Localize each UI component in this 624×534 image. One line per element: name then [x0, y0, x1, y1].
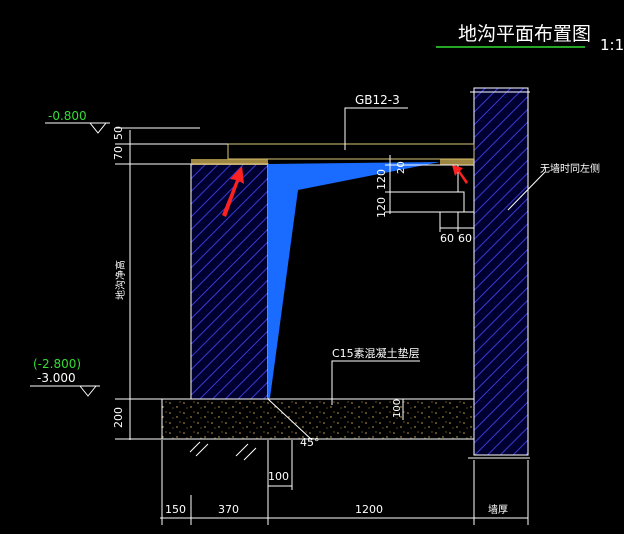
dim-120a: 120: [375, 169, 388, 190]
angle-line: [267, 398, 313, 441]
cover-seat-left: [191, 159, 268, 165]
wall-note-leader: [507, 171, 546, 211]
level-bottom-triangle: [79, 385, 97, 397]
dim-100-bottom: 100: [268, 470, 289, 483]
dim-60b: 60: [458, 232, 472, 245]
dim-100-right: 100: [392, 399, 403, 418]
left-dim-chain: [115, 127, 228, 440]
part-label: GB12-3: [355, 93, 400, 107]
water-fill: [268, 162, 440, 398]
concrete-label: C15素混凝土垫层: [332, 346, 420, 360]
level-bottom: -3.000: [37, 371, 76, 385]
dim-50: 50: [112, 126, 125, 140]
dim-1200: 1200: [355, 503, 383, 516]
right-wall: [473, 87, 529, 456]
part-leader: [344, 107, 408, 150]
drawing-title: 地沟平面布置图: [458, 23, 591, 45]
angle-label: 45°: [300, 436, 320, 449]
soil-hatch: [189, 441, 257, 461]
bottom-dim-chain: [160, 440, 529, 525]
dim-150: 150: [165, 503, 186, 516]
dim-70: 70: [112, 146, 125, 160]
arrow-right: [452, 165, 468, 184]
wall-thickness-label: 墙厚: [488, 503, 508, 516]
right-dim-lines: [385, 155, 474, 232]
cover-seat-right: [440, 159, 474, 165]
dim-370: 370: [218, 503, 239, 516]
dim-200: 200: [112, 407, 125, 428]
scale-label: 1:10: [600, 36, 624, 54]
cover-plate: [227, 143, 475, 160]
dim-120b: 120: [375, 197, 388, 218]
dim-60a: 60: [440, 232, 454, 245]
arrow-left: [222, 166, 244, 217]
wall-note: 无墙时同左侧: [540, 162, 600, 175]
level-bottom-paren: (-2.800): [33, 357, 81, 371]
vertical-label: 地沟净高: [114, 260, 127, 300]
dim-20: 20: [396, 161, 407, 174]
level-top: -0.800: [48, 109, 87, 123]
level-top-triangle: [89, 122, 107, 134]
concrete-leader: [331, 360, 420, 405]
concrete-base: [161, 398, 475, 440]
